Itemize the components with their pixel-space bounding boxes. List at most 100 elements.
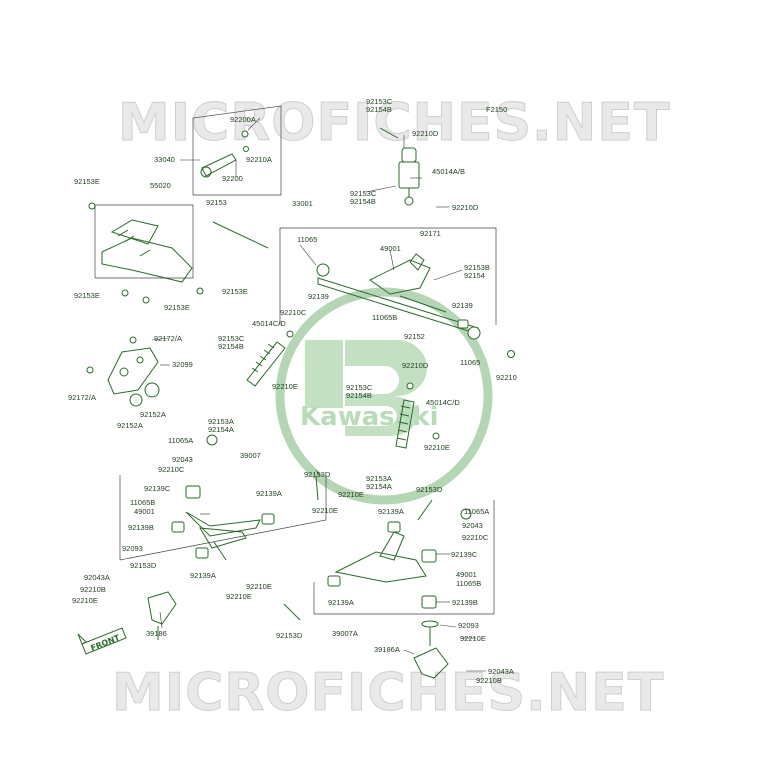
part-label: 92172/A (154, 334, 182, 343)
part-label: 92139B (452, 598, 478, 607)
part-label: 11065A (464, 507, 489, 516)
right-shock (395, 382, 440, 449)
kawasaki-logo: Kawasaki (275, 287, 493, 505)
front-arrow-icon: FRONT (77, 627, 127, 655)
part-label: 92153E (74, 291, 100, 300)
part-label: 92154 (464, 271, 485, 280)
part-label: 92210C (280, 308, 307, 317)
part-label: 92139A (256, 489, 282, 498)
part-label: 92153B (464, 263, 490, 272)
part-label: 92043A (84, 573, 110, 582)
part-label: 92139C (144, 484, 171, 493)
part-label: 11065B (456, 579, 481, 588)
part-label: 92093 (122, 544, 143, 553)
part-label: 92210B (80, 585, 106, 594)
rear-shock-top (379, 127, 420, 206)
part-label: 92153C (366, 97, 393, 106)
part-label: 92043A (488, 667, 514, 676)
part-label: 39186 (146, 629, 167, 638)
part-label: 92200A (230, 115, 256, 124)
part-label: 32099 (172, 360, 193, 369)
part-label: 92210D (412, 129, 439, 138)
part-label: 92210E (72, 596, 98, 605)
part-label: 92210C (158, 465, 185, 474)
part-label: 92210E (312, 506, 338, 515)
part-label: 92210E (272, 382, 298, 391)
part-label: 39186A (374, 645, 400, 654)
part-label: 92153D (276, 631, 303, 640)
part-label: 92171 (420, 229, 441, 238)
part-label: 92154B (218, 342, 244, 351)
part-label: 92210E (246, 582, 272, 591)
knuckle-left-39186 (147, 591, 177, 640)
left-shock (246, 330, 294, 387)
part-label: 39007 (240, 451, 261, 460)
part-label: 92153D (304, 470, 331, 479)
bolts (88, 202, 472, 621)
part-label: 92153E (222, 287, 248, 296)
part-label: 92210 (496, 373, 517, 382)
part-label: 92210A (246, 155, 272, 164)
part-label: 92153C (346, 383, 373, 392)
part-label: 92139A (328, 598, 354, 607)
watermark-top: MICROFICHES.NET (118, 93, 670, 153)
part-label: 11065A (168, 436, 193, 445)
skid-plate-55020 (101, 219, 193, 283)
part-label: 45014C/D (426, 398, 460, 407)
bracket-32099 (86, 336, 160, 407)
part-labels: 92153C 92154B 92210D 45014A/B 92153C 921… (68, 97, 517, 685)
brand-wordmark: Kawasaki (300, 402, 438, 432)
part-label: 92153E (164, 303, 190, 312)
part-label: 92152A (140, 410, 166, 419)
part-label: 92153E (74, 177, 100, 186)
part-label: 92152 (404, 332, 425, 341)
part-label: 11065 (460, 358, 480, 367)
part-label: 11065B (372, 313, 397, 322)
part-label: 49001 (134, 507, 155, 516)
part-label: 92154B (350, 197, 376, 206)
part-label: 92153A (208, 417, 234, 426)
part-label: 92153C (350, 189, 377, 198)
part-label: 11065B (130, 498, 155, 507)
front-label: FRONT (89, 633, 121, 653)
rod-92153 (212, 221, 269, 249)
swing-arm-33001 (316, 253, 515, 358)
part-label: 92210E (460, 634, 486, 643)
part-label: 92200 (222, 174, 243, 183)
diagram-code: F2150 (486, 105, 507, 114)
group-frames (94, 105, 497, 615)
part-label: 92153D (130, 561, 157, 570)
part-label: 92139A (378, 507, 404, 516)
part-label: 92154A (366, 482, 392, 491)
part-label: 92043 (462, 521, 483, 530)
part-label: 92210D (402, 361, 429, 370)
leader-lines (151, 117, 486, 672)
part-label: 92210E (226, 592, 252, 601)
part-label: 33040 (154, 155, 175, 164)
part-label: 92210C (462, 533, 489, 542)
part-label: 92210E (424, 443, 450, 452)
part-label: 92139A (190, 571, 216, 580)
part-label: 92152A (117, 421, 143, 430)
part-label: 92154A (208, 425, 234, 434)
a-arm-left-39007 (171, 485, 275, 559)
part-label: 39007A (332, 629, 358, 638)
watermark-bottom: MICROFICHES.NET (112, 663, 664, 723)
part-label: 92153A (366, 474, 392, 483)
part-label: 92154B (346, 391, 372, 400)
part-label: 33001 (292, 199, 313, 208)
part-label: 92139 (308, 292, 329, 301)
part-label: 92093 (458, 621, 479, 630)
part-label: 92153 (206, 198, 227, 207)
part-label: 11065 (297, 235, 317, 244)
part-label: 92154B (366, 105, 392, 114)
part-label: 49001 (456, 570, 477, 579)
part-label: 92043 (172, 455, 193, 464)
knuckle-right-39186a (413, 620, 449, 679)
part-label: 92210B (476, 676, 502, 685)
part-label: 55020 (150, 181, 171, 190)
part-label: 92153C (218, 334, 245, 343)
part-label: 92210D (452, 203, 479, 212)
